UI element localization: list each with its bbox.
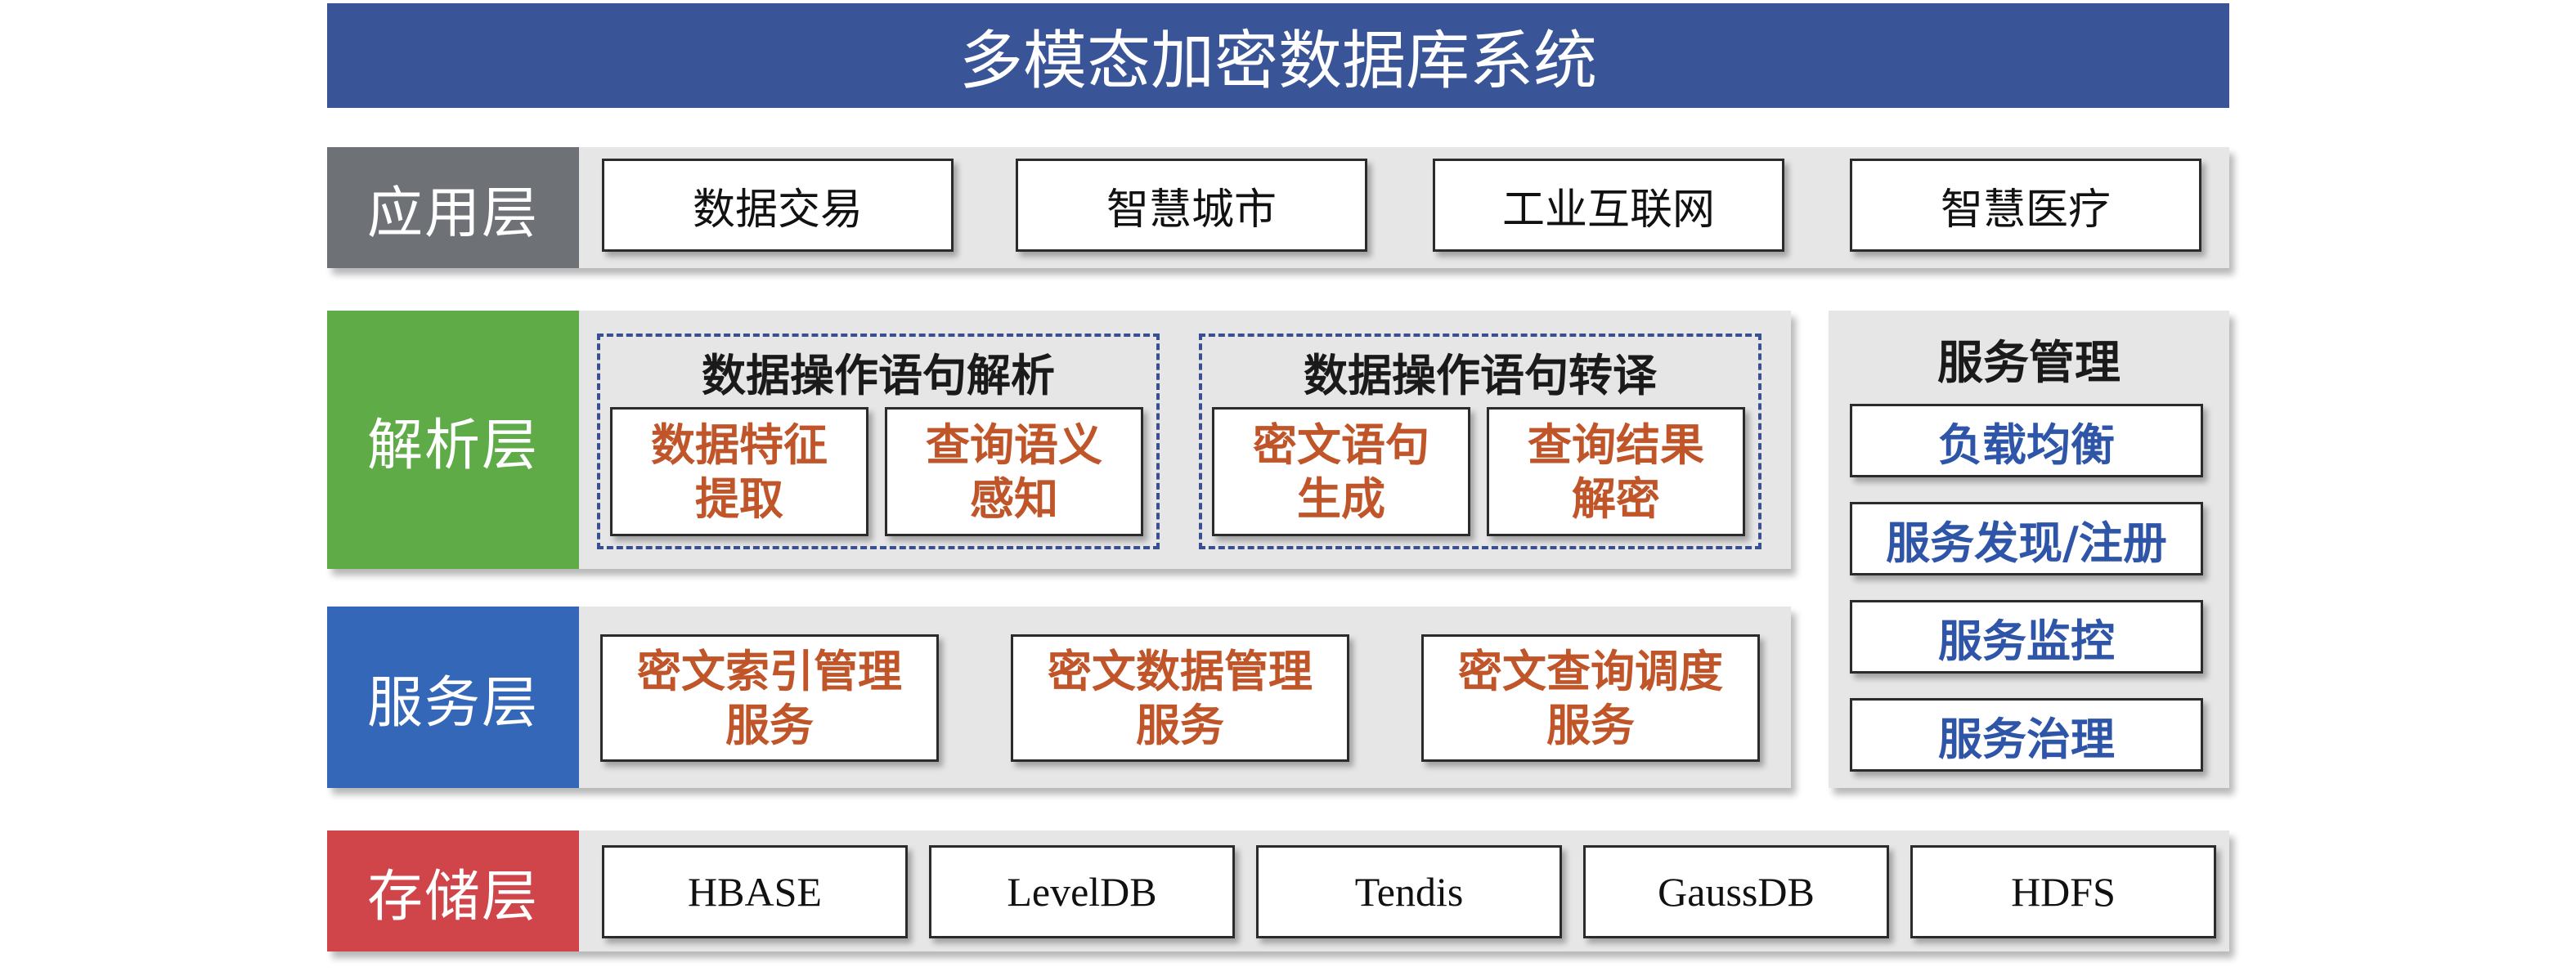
parse-item-result-decrypt: 查询结果 解密 bbox=[1487, 407, 1745, 536]
service-item-data-management: 密文数据管理 服务 bbox=[1011, 634, 1349, 762]
parse-group-title: 数据操作语句解析 bbox=[702, 348, 1055, 401]
service-management-title: 服务管理 bbox=[1937, 335, 2120, 390]
svc-mgmt-governance: 服务治理 bbox=[1850, 698, 2203, 772]
application-layer-label: 应用层 bbox=[327, 147, 579, 268]
app-item-smart-healthcare: 智慧医疗 bbox=[1850, 159, 2201, 252]
app-item-data-trading: 数据交易 bbox=[602, 159, 954, 252]
storage-item-hdfs: HDFS bbox=[1910, 845, 2216, 938]
service-layer-label: 服务层 bbox=[327, 607, 579, 788]
parse-group-statement-translation bbox=[1199, 334, 1761, 549]
diagram-title: 多模态加密数据库系统 bbox=[327, 3, 2229, 108]
service-item-index-management: 密文索引管理 服务 bbox=[600, 634, 939, 762]
app-item-smart-city: 智慧城市 bbox=[1016, 159, 1367, 252]
parse-group-statement-parsing bbox=[597, 334, 1160, 549]
storage-item-leveldb: LevelDB bbox=[929, 845, 1235, 938]
svc-mgmt-load-balancing: 负载均衡 bbox=[1850, 404, 2203, 477]
storage-item-tendis: Tendis bbox=[1256, 845, 1562, 938]
parse-item-cipher-statement: 密文语句 生成 bbox=[1212, 407, 1470, 536]
svc-mgmt-discovery-registration: 服务发现/注册 bbox=[1850, 502, 2203, 575]
storage-item-hbase: HBASE bbox=[602, 845, 908, 938]
parse-item-query-semantic: 查询语义 感知 bbox=[885, 407, 1143, 536]
storage-item-gaussdb: GaussDB bbox=[1583, 845, 1889, 938]
svc-mgmt-monitoring: 服务监控 bbox=[1850, 600, 2203, 674]
parse-item-feature-extraction: 数据特征 提取 bbox=[610, 407, 868, 536]
service-item-query-scheduling: 密文查询调度 服务 bbox=[1421, 634, 1760, 762]
storage-layer-label: 存储层 bbox=[327, 830, 579, 951]
app-item-industrial-internet: 工业互联网 bbox=[1433, 159, 1784, 252]
parsing-layer-label: 解析层 bbox=[327, 311, 579, 569]
parse-group-title: 数据操作语句转译 bbox=[1304, 348, 1657, 401]
